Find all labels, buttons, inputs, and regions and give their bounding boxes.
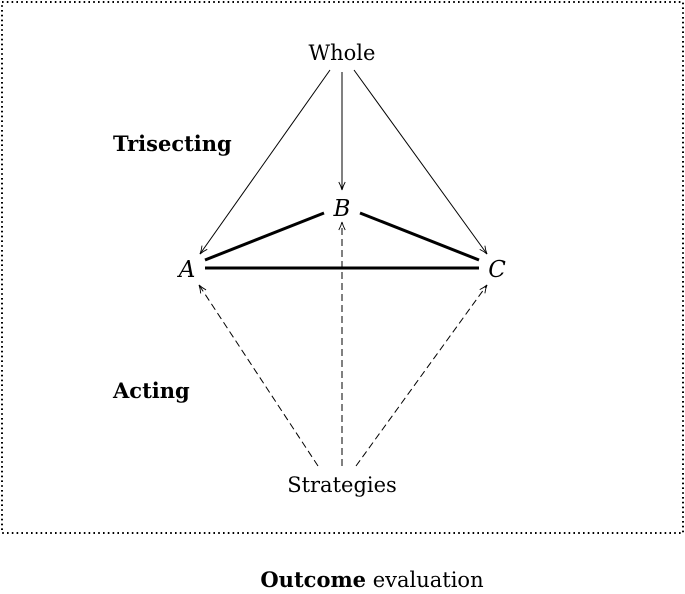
edge-a-b: [204, 211, 325, 262]
dotted-frame: [1, 1, 684, 534]
caption-bold: Outcome: [260, 567, 366, 592]
node-c: C: [488, 257, 506, 283]
node-whole: Whole: [309, 41, 376, 65]
label-acting: Acting: [112, 378, 190, 403]
arrow-whole-to-a: [199, 69, 331, 255]
label-trisecting: Trisecting: [113, 131, 232, 156]
node-b: B: [333, 196, 351, 222]
caption: Outcome evaluation: [260, 567, 483, 592]
node-a: A: [177, 257, 196, 283]
arrow-whole-to-c: [353, 69, 488, 255]
arrow-strategies-to-a: [198, 284, 319, 467]
arrow-strategies-to-c: [355, 284, 488, 467]
edge-b-c: [359, 211, 480, 262]
caption-rest: evaluation: [366, 568, 484, 592]
node-strategies: Strategies: [287, 473, 397, 497]
